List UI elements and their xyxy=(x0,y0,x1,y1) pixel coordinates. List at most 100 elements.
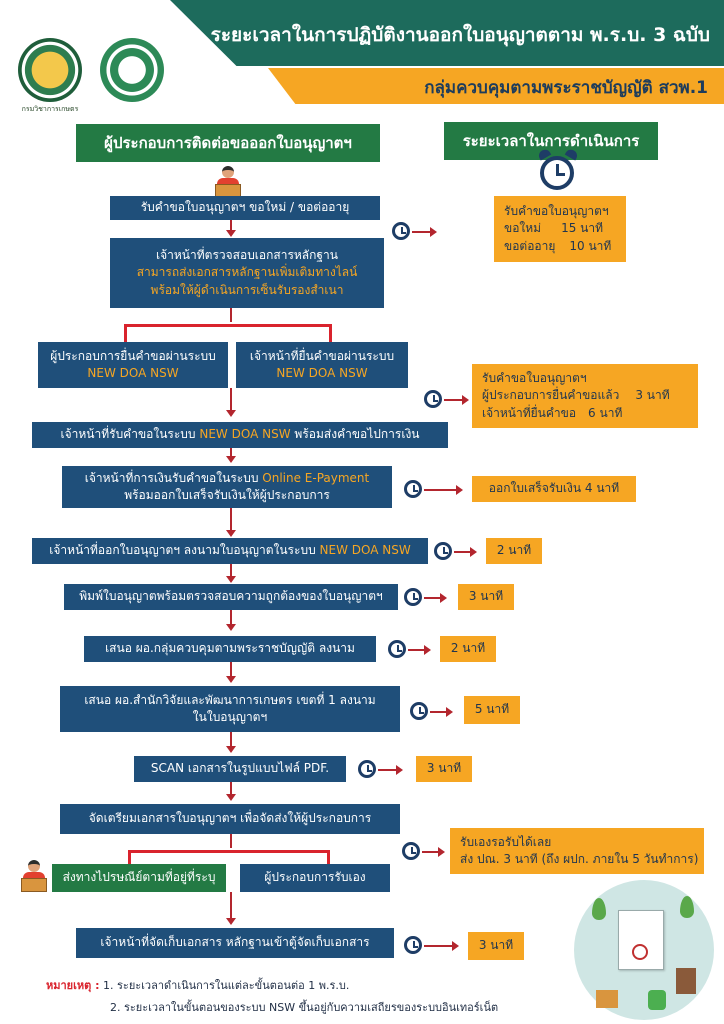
bottle-icon xyxy=(648,990,666,1010)
note-2: 2. ระยะเวลาในขั้นตอนของระบบ NSW ขึ้นอยู่… xyxy=(110,998,498,1016)
step-check-documents-note1: สามารถส่งเอกสารหลักฐานเพิ่มเติมทางไลน์ xyxy=(136,265,358,280)
step-officer-submit-system: NEW DOA NSW xyxy=(276,366,368,380)
clock-icon xyxy=(388,640,406,658)
arrow-head xyxy=(226,530,236,537)
arrow-head xyxy=(462,395,469,405)
arrow-line xyxy=(408,649,426,651)
clock-icon xyxy=(424,390,442,408)
arrow-line xyxy=(230,564,232,578)
time-receipt-text: ออกใบเสร็จรับเงิน 4 นาที xyxy=(488,481,620,496)
step-receive-request: รับคำขอใบอนุญาตฯ ขอใหม่ / ขอต่ออายุ xyxy=(110,196,380,220)
alarm-clock-icon xyxy=(540,156,574,190)
arrow-head xyxy=(226,230,236,237)
note-1: หมายเหตุ : 1. ระยะเวลาดำเนินการในแต่ละขั… xyxy=(46,976,349,994)
step-archive-documents: เจ้าหน้าที่จัดเก็บเอกสาร หลักฐานเข้าตู้จ… xyxy=(76,928,394,958)
page-title: ระยะเวลาในการปฏิบัติงานออกใบอนุญาตตาม พ.… xyxy=(210,24,710,46)
time-scan-pdf-text: 3 นาที xyxy=(426,761,462,776)
arrow-line xyxy=(230,448,232,458)
arrow-line xyxy=(230,834,232,848)
arrow-head xyxy=(438,847,445,857)
step-finance-payment-text: เจ้าหน้าที่การเงินรับคำขอในระบบ Online E… xyxy=(84,470,370,485)
arrow-line xyxy=(424,945,454,947)
package-icon xyxy=(596,990,618,1008)
clock-icon xyxy=(404,480,422,498)
arrow-line xyxy=(454,551,472,553)
step-officer-submit: เจ้าหน้าที่ยื่นคำขอผ่านระบบ NEW DOA NSW xyxy=(236,342,408,388)
step-self-pickup: ผู้ประกอบการรับเอง xyxy=(240,864,390,892)
step-officer-submit-text: เจ้าหน้าที่ยื่นคำขอผ่านระบบ xyxy=(249,348,395,363)
time-officer-value: 6 นาที xyxy=(588,405,623,420)
arrow-head xyxy=(226,918,236,925)
step-operator-submit-text: ผู้ประกอบการยื่นคำขอผ่านระบบ xyxy=(50,348,216,363)
arrow-line xyxy=(230,388,232,412)
clock-icon xyxy=(410,702,428,720)
time-submit-request-title: รับคำขอใบอนุญาตฯ xyxy=(482,370,587,385)
step-prepare-delivery: จัดเตรียมเอกสารใบอนุญาตฯ เพื่อจัดส่งให้ผ… xyxy=(60,804,400,834)
arrow-head xyxy=(452,941,459,951)
step-scan-pdf: SCAN เอกสารในรูปแบบไฟล์ PDF. xyxy=(134,756,346,782)
step-receive-request-text: รับคำขอใบอนุญาตฯ ขอใหม่ / ขอต่ออายุ xyxy=(140,200,350,215)
step-print-license-text: พิมพ์ใบอนุญาตพร้อมตรวจสอบความถูกต้องของใ… xyxy=(79,589,383,604)
subheader-banner xyxy=(268,68,724,104)
step-check-documents-note2: พร้อมให้ผู้ดำเนินการเซ็นรับรองสำเนา xyxy=(150,282,344,297)
arrow-head xyxy=(430,227,437,237)
arrow-line xyxy=(230,508,232,532)
delivery-branch-bracket xyxy=(128,850,330,866)
arrow-line xyxy=(378,769,398,771)
step-director-sign: เสนอ ผอ.กลุ่มควบคุมตามพระราชบัญญัติ ลงนา… xyxy=(84,636,376,662)
arrow-head xyxy=(470,547,477,557)
time-officer-label: เจ้าหน้าที่ยื่นคำขอ xyxy=(482,405,577,420)
plant-icon xyxy=(680,896,694,918)
arrow-line xyxy=(230,610,232,626)
doa-logo-icon xyxy=(18,38,82,102)
time-renew-label: ขอต่ออายุ xyxy=(504,238,556,253)
agency-emblem-icon xyxy=(100,38,164,102)
arrow-head xyxy=(440,593,447,603)
time-delivery-post: ส่ง ปณ. 3 นาที (ถึง ผปก. ภายใน 5 วันทำกา… xyxy=(460,852,699,866)
note-2-text: 2. ระยะเวลาในขั้นตอนของระบบ NSW ขึ้นอยู่… xyxy=(110,1001,499,1014)
arrow-head xyxy=(226,676,236,683)
time-regional-director-sign-text: 5 นาที xyxy=(474,702,510,717)
arrow-head xyxy=(226,576,236,583)
arrow-line xyxy=(424,597,442,599)
arrow-head xyxy=(456,485,463,495)
step-operator-submit: ผู้ประกอบการยื่นคำขอผ่านระบบ NEW DOA NSW xyxy=(38,342,228,388)
arrow-head xyxy=(226,794,236,801)
step-scan-pdf-text: SCAN เอกสารในรูปแบบไฟล์ PDF. xyxy=(150,761,330,776)
time-regional-director-sign: 5 นาที xyxy=(464,696,520,724)
step-regional-director-sign: เสนอ ผอ.สำนักวิจัยและพัฒนาการเกษตร เขตที… xyxy=(60,686,400,732)
arrow-head xyxy=(226,624,236,631)
time-submit-request: รับคำขอใบอนุญาตฯ ผู้ประกอบการยื่นคำขอแล้… xyxy=(472,364,698,428)
step-regional-director-sign-text2: ในใบอนุญาตฯ xyxy=(192,710,268,724)
time-archive-text: 3 นาที xyxy=(478,938,514,953)
arrow-line xyxy=(230,732,232,748)
arrow-line xyxy=(230,220,232,232)
time-receipt: ออกใบเสร็จรับเงิน 4 นาที xyxy=(472,476,636,502)
note-1-text: 1. ระยะเวลาดำเนินการในแต่ละขั้นตอนต่อ 1 … xyxy=(103,979,350,992)
arrow-head xyxy=(226,746,236,753)
step-sign-license-text: เจ้าหน้าที่ออกใบอนุญาตฯ ลงนามใบอนุญาตในร… xyxy=(49,543,411,558)
time-director-sign: 2 นาที xyxy=(440,636,496,662)
arrow-line xyxy=(230,308,232,322)
header-banner xyxy=(170,0,724,66)
arrow-line xyxy=(230,892,232,920)
time-renew-value: 10 นาที xyxy=(569,238,612,253)
arrow-line xyxy=(422,851,440,853)
time-archive: 3 นาที xyxy=(468,932,524,960)
step-prepare-delivery-text: จัดเตรียมเอกสารใบอนุญาตฯ เพื่อจัดส่งให้ผ… xyxy=(88,811,372,826)
time-new-value: 15 นาที xyxy=(561,221,604,236)
time-delivery: รับเองรอรับได้เลย ส่ง ปณ. 3 นาที (ถึง ผป… xyxy=(450,828,704,874)
time-operator-label: ผู้ประกอบการยื่นคำขอแล้ว xyxy=(482,388,620,403)
arrow-head xyxy=(226,410,236,417)
clock-icon xyxy=(404,936,422,954)
time-new-label: ขอใหม่ xyxy=(504,221,542,236)
plant-icon xyxy=(592,898,606,920)
note-label: หมายเหตุ : xyxy=(46,979,100,992)
clock-icon xyxy=(404,588,422,606)
time-director-sign-text: 2 นาที xyxy=(450,641,486,656)
arrow-line xyxy=(230,782,232,796)
clock-icon xyxy=(402,842,420,860)
step-send-by-post: ส่งทางไปรษณีย์ตามที่อยู่ที่ระบุ xyxy=(52,864,226,892)
clock-icon xyxy=(392,222,410,240)
step-finance-payment-receipt: พร้อมออกใบเสร็จรับเงินให้ผู้ประกอบการ xyxy=(124,488,330,502)
